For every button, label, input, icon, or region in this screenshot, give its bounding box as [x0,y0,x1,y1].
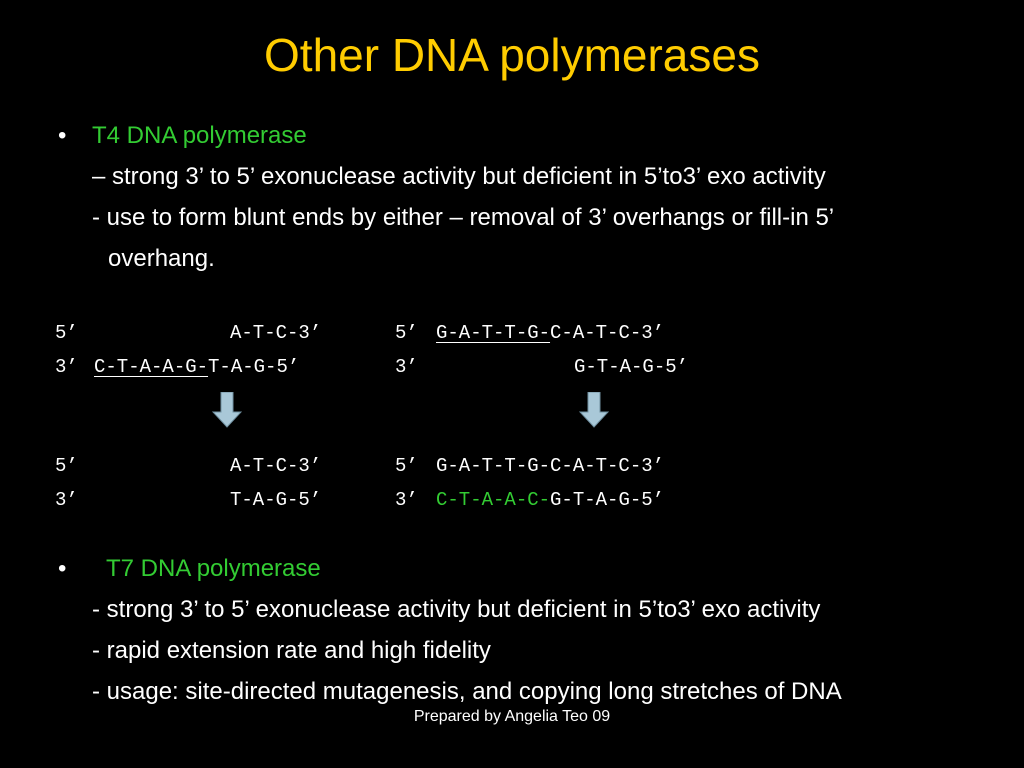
right-after-bottom-rest: G-T-A-G-5’ [550,489,665,511]
left-down-arrow-icon [212,392,242,428]
section2-line-2: - rapid extension rate and high fidelity [92,637,491,664]
section2-line-3: - usage: site-directed mutagenesis, and … [92,678,842,705]
right-before-bottom-seq: G-T-A-G-5’ [574,356,689,378]
left-before-bottom-label: 3’ [55,356,78,378]
section2-heading: T7 DNA polymerase [106,555,321,582]
section1-heading: T4 DNA polymerase [92,122,307,149]
right-before-top-label: 5’ [395,322,418,344]
left-before-bottom-strand: C-T-A-A-G-T-A-G-5’ [94,356,299,378]
left-after-bottom-label: 3’ [55,489,78,511]
right-before-bottom-label: 3’ [395,356,418,378]
right-after-top-seq: G-A-T-T-G-C-A-T-C-3’ [436,455,665,477]
section1-line-2: - use to form blunt ends by either – rem… [92,204,835,231]
bullet-1: • [58,122,67,149]
left-before-bottom-rest: T-A-G-5’ [208,356,300,378]
right-after-filled-in: C-T-A-A-C- [436,489,551,511]
right-after-top-label: 5’ [395,455,418,477]
right-down-arrow-icon [579,392,609,428]
left-before-overhang: C-T-A-A-G- [94,356,209,378]
right-before-top-strand: G-A-T-T-G-C-A-T-C-3’ [436,322,664,344]
left-arrow-shape [212,392,242,428]
slide-title: Other DNA polymerases [264,29,760,81]
left-after-top-label: 5’ [55,455,78,477]
section1-line-1: – strong 3’ to 5’ exonuclease activity b… [92,163,826,190]
right-arrow-shape [579,392,609,428]
left-before-top-seq: A-T-C-3’ [230,322,322,344]
left-after-bottom-seq: T-A-G-5’ [230,489,322,511]
left-after-top-seq: A-T-C-3’ [230,455,322,477]
section1-line-3: overhang. [108,245,215,272]
right-before-top-rest: C-A-T-C-3’ [550,322,665,344]
right-before-overhang: G-A-T-T-G- [436,322,551,344]
footer-credit: Prepared by Angelia Teo 09 [413,708,611,725]
left-before-top-label: 5’ [55,322,78,344]
right-after-bottom-strand: C-T-A-A-C-G-T-A-G-5’ [436,489,664,511]
section2-line-1: - strong 3’ to 5’ exonuclease activity b… [92,596,821,623]
right-after-bottom-label: 3’ [395,489,418,511]
bullet-2: • [58,555,67,582]
